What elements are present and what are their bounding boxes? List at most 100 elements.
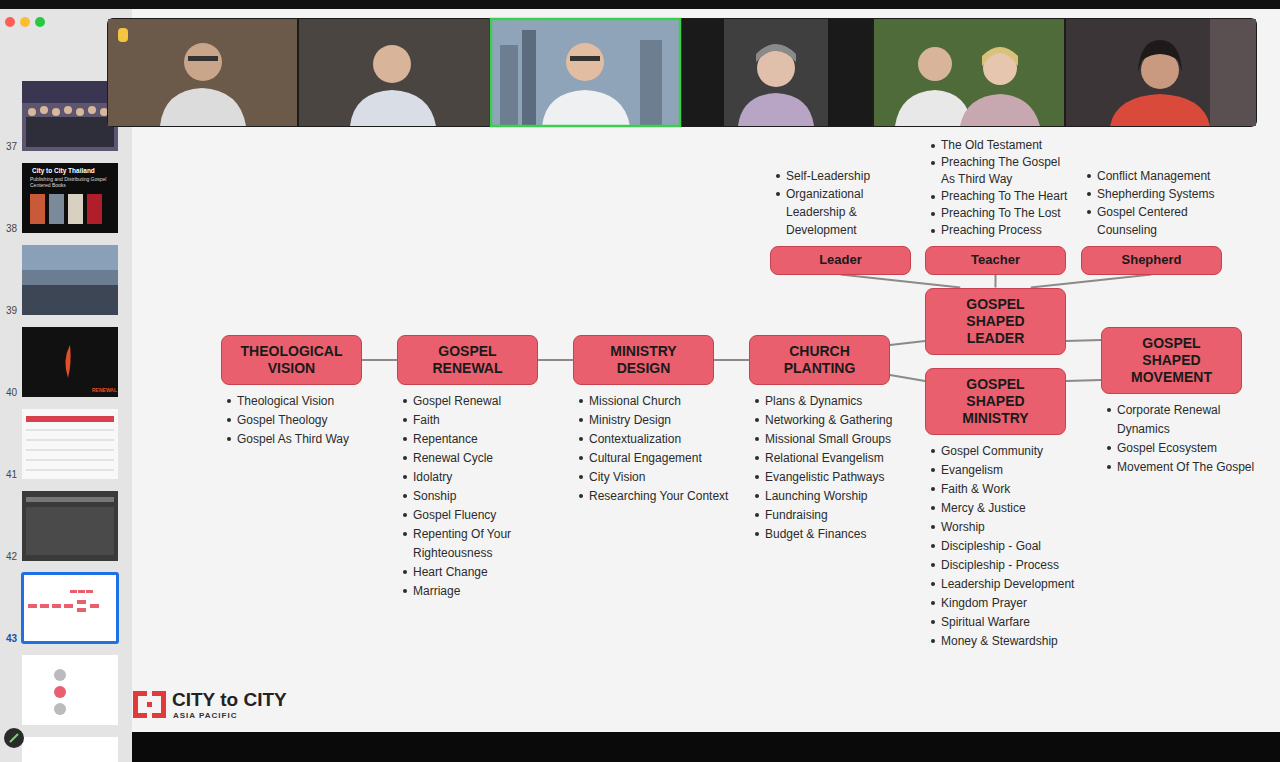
slide-thumbnail [22,491,118,561]
slide-number: 43 [6,633,17,645]
topic-item: Missional Small Groups [754,430,914,449]
slide-number: 39 [6,305,17,317]
stage-title: MINISTRY DESIGN [586,343,701,377]
stage-title: GOSPEL SHAPED MINISTRY [938,376,1053,427]
logo-text: CITY to CITY [172,689,287,712]
topic-item: Ministry Design [578,411,738,430]
topic-item: Preaching Process [930,222,1075,239]
stage-title: GOSPEL SHAPED MOVEMENT [1114,335,1229,386]
connector-line [1031,275,1152,288]
pencil-button [4,728,24,748]
slide-ground [132,0,1280,732]
topic-item: Shepherding Systems [1086,185,1246,203]
topic-item: Budget & Finances [754,525,914,544]
topic-list: Gospel RenewalFaithRepentanceRenewal Cyc… [402,392,562,601]
topic-item: Repenting Of Your Righteousness [402,525,562,563]
topic-item: Heart Change [402,563,562,582]
connector-line [841,275,961,288]
topic-item: Plans & Dynamics [754,392,914,411]
slide-thumbnail [22,409,118,479]
stage-box: MINISTRY DESIGNMissional ChurchMinistry … [573,335,714,385]
window-button [5,17,15,27]
slide-thumbnail [22,245,118,315]
role-title: Shepherd [1122,252,1182,268]
slide-number: 38 [6,223,17,235]
slide-thumbnail [21,572,119,644]
connector-line [1066,379,1101,382]
stage-title: GOSPEL RENEWAL [410,343,525,377]
topic-item: Mercy & Justice [930,499,1075,518]
topic-item: Gospel As Third Way [226,430,386,449]
thumbnail-title: City to City Thailand [32,167,95,175]
thumbnail-word: RENEWAL [92,387,117,393]
logo-icon [133,691,166,718]
topic-item: Preaching To The Lost [930,205,1075,222]
topic-list: Gospel CommunityEvangelismFaith & WorkMe… [930,442,1075,651]
topic-item: Launching Worship [754,487,914,506]
topic-item: Spiritual Warfare [930,613,1075,632]
role-box: TeacherThe Old TestamentPreaching The Go… [925,246,1066,275]
topic-item: Idolatry [402,468,562,487]
slide-thumbnail [22,655,118,762]
connector-line [890,375,925,381]
topic-item: Renewal Cycle [402,449,562,468]
topic-item: Faith [402,411,562,430]
topic-item: Gospel Renewal [402,392,562,411]
topic-item: Theological Vision [226,392,386,411]
bottom-bar [132,732,1280,762]
role-box: ShepherdConflict ManagementShepherding S… [1081,246,1222,275]
connector-line [995,275,997,288]
topic-item: Self-Leadership [775,167,920,185]
stage-title: THEOLOGICAL VISION [234,343,349,377]
topic-item: Organizational Leadership & Development [775,185,920,239]
thumbnail-subtitle: Publishing and Distributing Gospel Cente… [30,176,110,188]
topic-item: Preaching The Gospel As Third Way [930,154,1075,188]
title-bar [0,0,1280,9]
logo-subtext: ASIA PACIFIC [173,711,237,721]
topic-list: Missional ChurchMinistry DesignContextua… [578,392,738,506]
stage-box: GOSPEL SHAPED MINISTRYGospel CommunityEv… [925,368,1066,435]
topic-list: Plans & DynamicsNetworking & GatheringMi… [754,392,914,544]
stage-box: CHURCH PLANTINGPlans & DynamicsNetworkin… [749,335,890,385]
role-title: Leader [819,252,862,268]
topic-item: Evangelism [930,461,1075,480]
topic-item: Missional Church [578,392,738,411]
stage-box: GOSPEL RENEWALGospel RenewalFaithRepenta… [397,335,538,385]
slide-thumbnail [22,81,118,151]
topic-item: Conflict Management [1086,167,1246,185]
topic-item: Kingdom Prayer [930,594,1075,613]
topic-item: Movement Of The Gospel [1106,458,1256,477]
connector-line [714,359,749,361]
stage-box: GOSPEL SHAPED LEADER [925,288,1066,355]
slide-number: 41 [6,469,17,481]
topic-item: Marriage [402,582,562,601]
topic-item: Gospel Theology [226,411,386,430]
role-title: Teacher [971,252,1020,268]
topic-list: Self-LeadershipOrganizational Leadership… [775,167,920,239]
topic-item: Worship [930,518,1075,537]
video-strip [107,18,1257,127]
role-box: LeaderSelf-LeadershipOrganizational Lead… [770,246,911,275]
topic-item: Corporate Renewal Dynamics [1106,401,1256,439]
slide-thumbnail [22,163,118,233]
topic-item: Preaching To The Heart [930,188,1075,205]
topic-item: Discipleship - Goal [930,537,1075,556]
topic-item: Money & Stewardship [930,632,1075,651]
stage-title: CHURCH PLANTING [762,343,877,377]
window-button [20,17,30,27]
topic-item: Discipleship - Process [930,556,1075,575]
window-button [35,17,45,27]
topic-item: Gospel Community [930,442,1075,461]
topic-item: Contextualization [578,430,738,449]
stage-title: GOSPEL SHAPED LEADER [938,296,1053,347]
topic-list: Theological VisionGospel TheologyGospel … [226,392,386,449]
slide-number: 40 [6,387,17,399]
connector-line [890,341,925,345]
topic-item: Fundraising [754,506,914,525]
topic-item: Sonship [402,487,562,506]
stage-box: GOSPEL SHAPED MOVEMENTCorporate Renewal … [1101,327,1242,394]
topic-item: Researching Your Context [578,487,738,506]
topic-item: Relational Evangelism [754,449,914,468]
topic-item: Evangelistic Pathways [754,468,914,487]
